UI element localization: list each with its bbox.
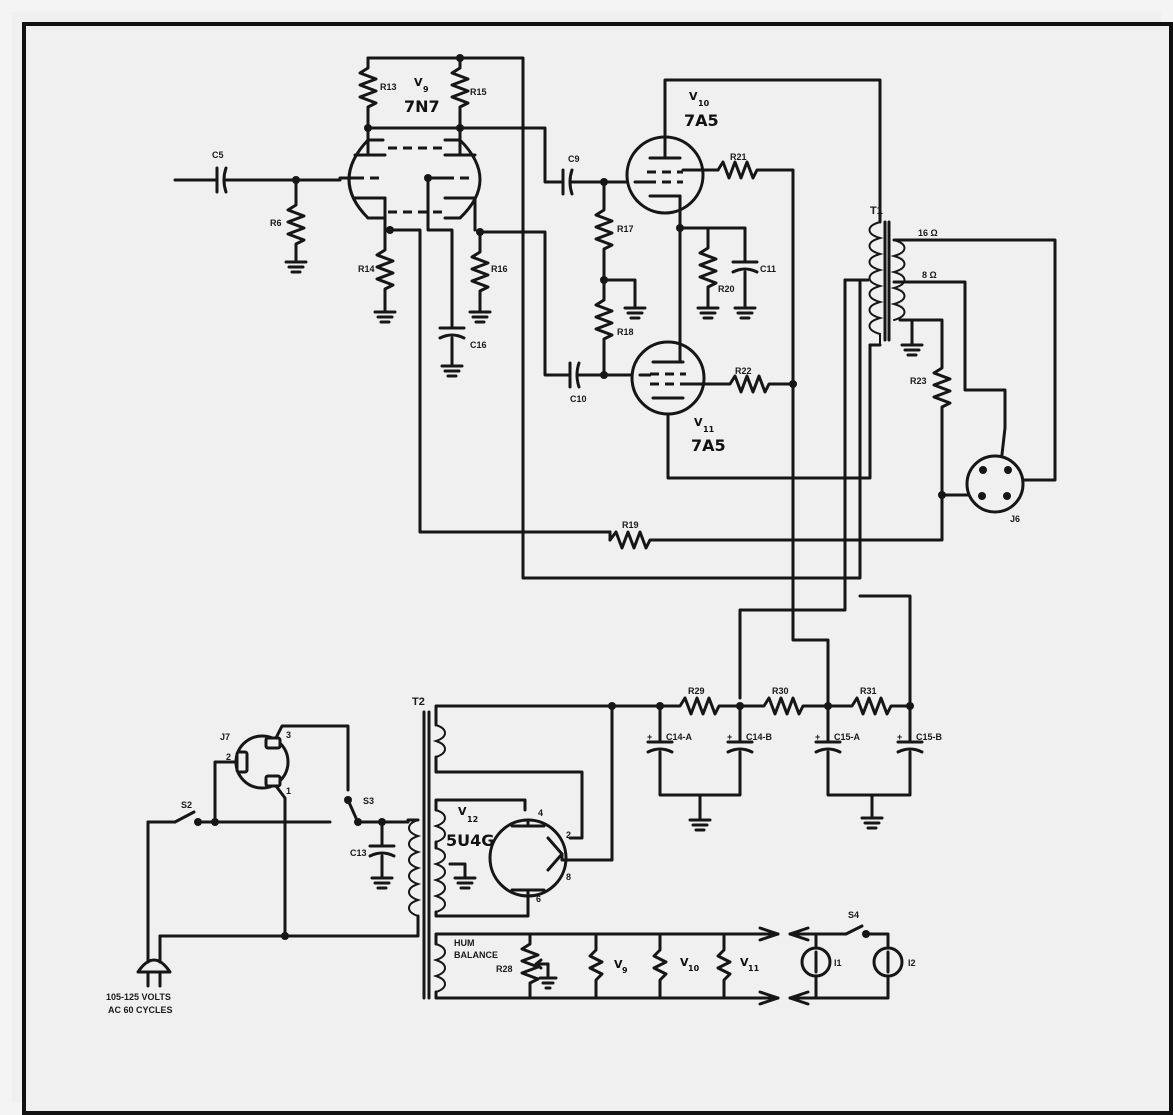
- plus-c14b: +: [727, 732, 732, 742]
- tube-v10: R21 R20 C11 V 10 7A5: [625, 78, 882, 700]
- label-c5: C5: [212, 150, 224, 160]
- label-r18: R18: [617, 327, 634, 337]
- label-i2: I2: [908, 958, 916, 968]
- v10-type: 7A5: [684, 111, 719, 130]
- v12-pin2: 2: [566, 830, 571, 840]
- v10-symbol: V: [689, 90, 698, 103]
- label-r30: R30: [772, 686, 789, 696]
- heater-v9-symbol: V: [614, 958, 623, 971]
- jack-j7[interactable]: [234, 734, 290, 790]
- label-c11: C11: [760, 264, 776, 274]
- label-r23: R23: [910, 376, 927, 386]
- v9-type: 7N7: [404, 97, 440, 116]
- label-c14a: C14-A: [666, 732, 693, 742]
- v12-pin8: 8: [566, 872, 571, 882]
- v11-type: 7A5: [691, 436, 726, 455]
- label-r31: R31: [860, 686, 877, 696]
- label-r22: R22: [735, 366, 752, 376]
- v11-subscript: 11: [703, 425, 715, 434]
- coupling-network: C9 C10 R17 R18: [561, 154, 647, 404]
- tube-v11: R22 V 11 7A5: [630, 340, 872, 480]
- v12-pin4: 4: [538, 808, 543, 818]
- transformer-t2: T2: [408, 696, 780, 1000]
- label-tap16: 16 Ω: [918, 228, 938, 238]
- plus-c15b: +: [897, 732, 902, 742]
- label-ac-frequency: AC 60 CYCLES: [108, 1005, 173, 1015]
- v12-subscript: 12: [467, 815, 478, 824]
- label-s2: S2: [181, 800, 192, 810]
- label-c9: C9: [568, 154, 580, 164]
- label-r19: R19: [622, 520, 639, 530]
- input-stage: C5 R6: [173, 150, 342, 274]
- j7-pin3: 3: [286, 730, 291, 740]
- v12-type: 5U4G: [446, 831, 494, 850]
- label-r16: R16: [491, 264, 508, 274]
- v12-symbol: V: [458, 805, 467, 818]
- label-r29: R29: [688, 686, 705, 696]
- label-c15b: C15-B: [916, 732, 943, 742]
- label-c10: C10: [570, 394, 587, 404]
- v12-pin6: 6: [536, 894, 541, 904]
- label-tap8: 8 Ω: [922, 270, 937, 280]
- plus-c15a: +: [815, 732, 820, 742]
- label-r15: R15: [470, 87, 487, 97]
- label-c13: C13: [350, 848, 367, 858]
- v9-symbol: V: [414, 76, 423, 89]
- label-r14: R14: [358, 264, 375, 274]
- label-j7: J7: [220, 732, 230, 742]
- j7-pin1: 1: [286, 786, 291, 796]
- v11-symbol: V: [694, 416, 703, 429]
- heater-v10-symbol: V: [680, 956, 689, 969]
- label-t2: T2: [412, 696, 425, 708]
- label-r20: R20: [718, 284, 735, 294]
- jack-j6[interactable]: J6: [965, 454, 1025, 524]
- label-t1: T1: [870, 205, 883, 217]
- label-r6: R6: [270, 218, 282, 228]
- feedback-r19: R19: [608, 493, 944, 550]
- label-c15a: C15-A: [834, 732, 861, 742]
- heater-v10-subscript: 10: [688, 964, 700, 973]
- label-r13: R13: [380, 82, 397, 92]
- pilot-lamps: S4 I1 I2: [788, 910, 916, 1006]
- heater-v11-symbol: V: [740, 956, 749, 969]
- label-balance: BALANCE: [454, 950, 498, 960]
- v9-subscript: 9: [423, 85, 429, 94]
- tube-v12: 4 2 8 6 V 12 5U4G: [446, 702, 616, 904]
- plus-c14a: +: [647, 732, 652, 742]
- label-r17: R17: [617, 224, 634, 234]
- heater-circuit: HUM BALANCE R28 V 9 V 10 V 11: [454, 926, 780, 1006]
- label-s4: S4: [848, 910, 859, 920]
- label-r21: R21: [730, 152, 747, 162]
- label-s3: S3: [363, 796, 374, 806]
- ac-input: J7 2 3 1 S2 S3 C13 105-125 VOLTS AC 60: [106, 724, 420, 1015]
- transformer-t1: T1 16 Ω 8 Ω R23: [738, 205, 1057, 700]
- v10-subscript: 10: [698, 99, 710, 108]
- label-c14b: C14-B: [746, 732, 773, 742]
- j7-pin2: 2: [226, 752, 231, 762]
- filter-network: R29 R30 R31 C14-A C14-B C15-A C15-B + + …: [610, 594, 943, 832]
- label-hum: HUM: [454, 938, 475, 948]
- label-c16: C16: [470, 340, 487, 350]
- label-r28: R28: [496, 964, 513, 974]
- label-ac-voltage: 105-125 VOLTS: [106, 992, 171, 1002]
- heater-v11-subscript: 11: [748, 964, 760, 973]
- heater-v9-subscript: 9: [622, 966, 628, 975]
- label-i1: I1: [834, 958, 842, 968]
- label-j6: J6: [1010, 514, 1020, 524]
